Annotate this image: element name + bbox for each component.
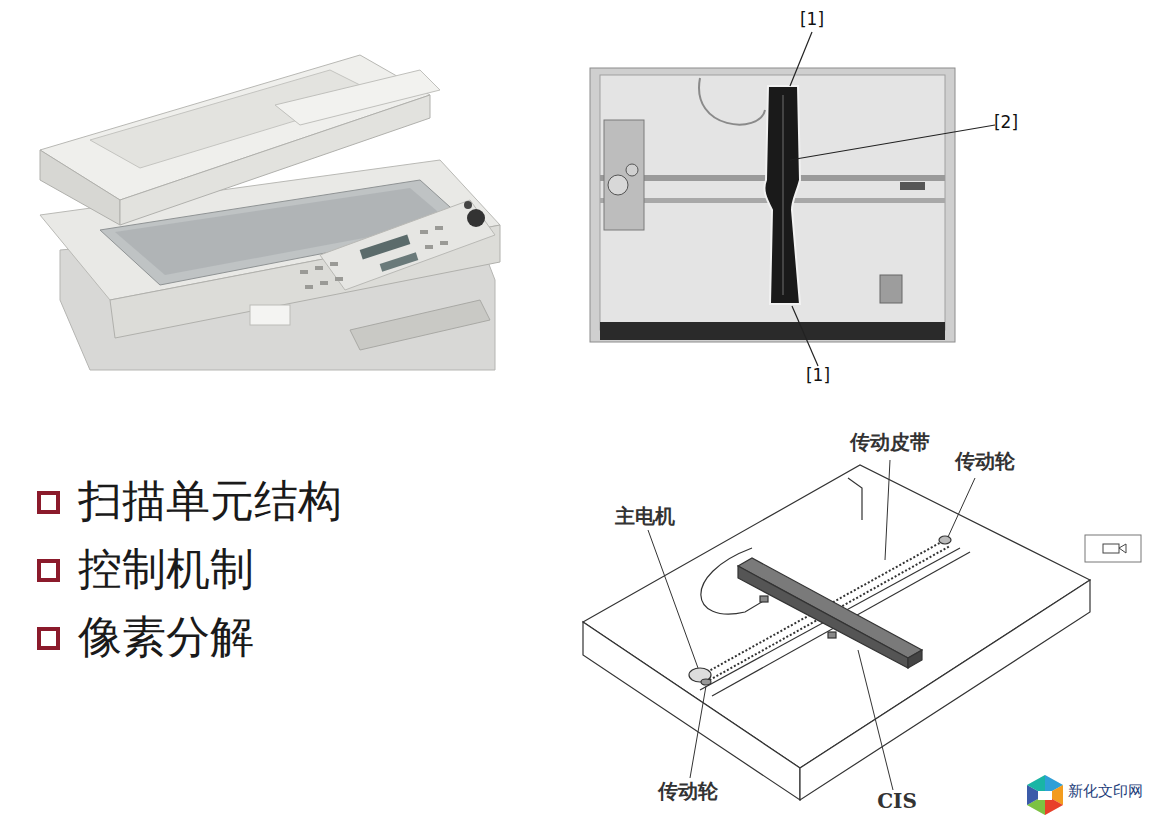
printer-photo — [40, 55, 500, 370]
callout-number: [1] — [806, 366, 830, 385]
logo-text: 新化文印网 — [1068, 783, 1143, 800]
part-label: 主电机 — [615, 505, 675, 527]
part-label: 传动轮 — [658, 780, 718, 802]
bullet-text: 控制机制 — [78, 545, 254, 593]
scanner-interior-photo — [590, 32, 995, 366]
callout-number: [1] — [800, 10, 824, 29]
callout-number: [2] — [994, 113, 1018, 132]
bullet-text: 像素分解 — [78, 613, 254, 661]
scanner-isometric-drawing — [583, 460, 1090, 800]
part-label: 传动轮 — [955, 450, 1015, 472]
video-icon — [1085, 535, 1141, 562]
site-logo — [1027, 775, 1063, 815]
bullet-text: 扫描单元结构 — [78, 477, 342, 525]
part-label: 传动皮带 — [850, 431, 930, 453]
bullet-squares — [39, 493, 58, 648]
part-label: CIS — [877, 790, 917, 812]
